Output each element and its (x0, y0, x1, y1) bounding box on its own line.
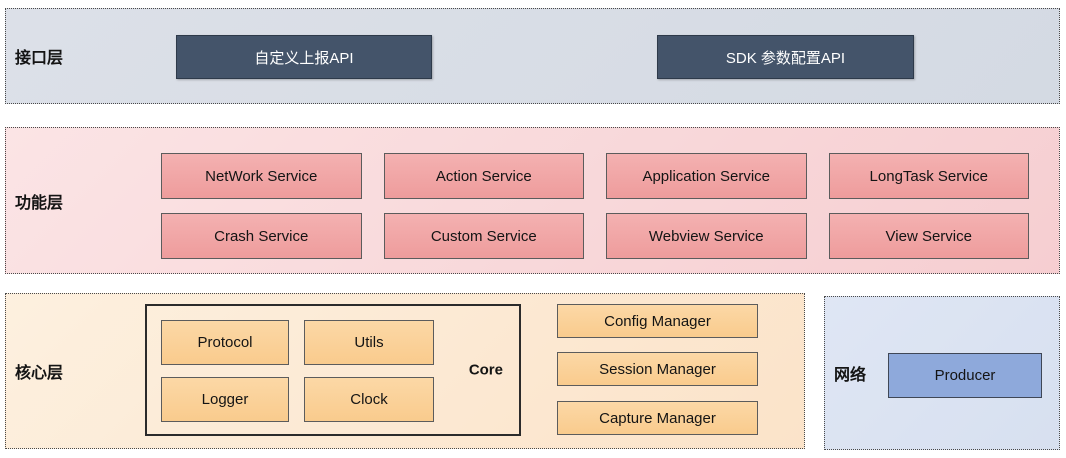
custom-report-api-node: 自定义上报API (176, 35, 432, 79)
protocol-module-node: Protocol (161, 320, 289, 365)
core-box: Protocol Utils Logger Clock Core (145, 304, 521, 436)
network-service-node: NetWork Service (161, 153, 362, 199)
sdk-config-api-node: SDK 参数配置API (657, 35, 914, 79)
core-box-label: Core (468, 361, 503, 379)
interface-layer-label: 接口层 (15, 50, 64, 67)
clock-module-node: Clock (304, 377, 434, 422)
core-layer-label: 核心层 (15, 365, 64, 382)
crash-service-node: Crash Service (161, 213, 362, 259)
capture-manager-node: Capture Manager (557, 401, 758, 435)
function-layer: 功能层 NetWork Service Action Service Appli… (5, 127, 1060, 274)
action-service-node: Action Service (383, 153, 584, 199)
interface-layer: 接口层 自定义上报API SDK 参数配置API (5, 8, 1060, 104)
custom-service-node: Custom Service (383, 213, 584, 259)
network-layer-label: 网络 (834, 367, 867, 384)
utils-module-node: Utils (304, 320, 434, 365)
application-service-node: Application Service (606, 153, 807, 199)
core-layer: 核心层 Protocol Utils Logger Clock Core Con… (5, 293, 805, 449)
service-grid: NetWork Service Action Service Applicati… (161, 153, 1029, 259)
longtask-service-node: LongTask Service (828, 153, 1029, 199)
session-manager-node: Session Manager (557, 352, 758, 386)
config-manager-node: Config Manager (557, 304, 758, 338)
producer-node: Producer (888, 353, 1042, 398)
network-layer: 网络 Producer (824, 296, 1060, 450)
logger-module-node: Logger (161, 377, 289, 422)
function-layer-label: 功能层 (15, 194, 64, 212)
view-service-node: View Service (828, 213, 1029, 259)
webview-service-node: Webview Service (606, 213, 807, 259)
